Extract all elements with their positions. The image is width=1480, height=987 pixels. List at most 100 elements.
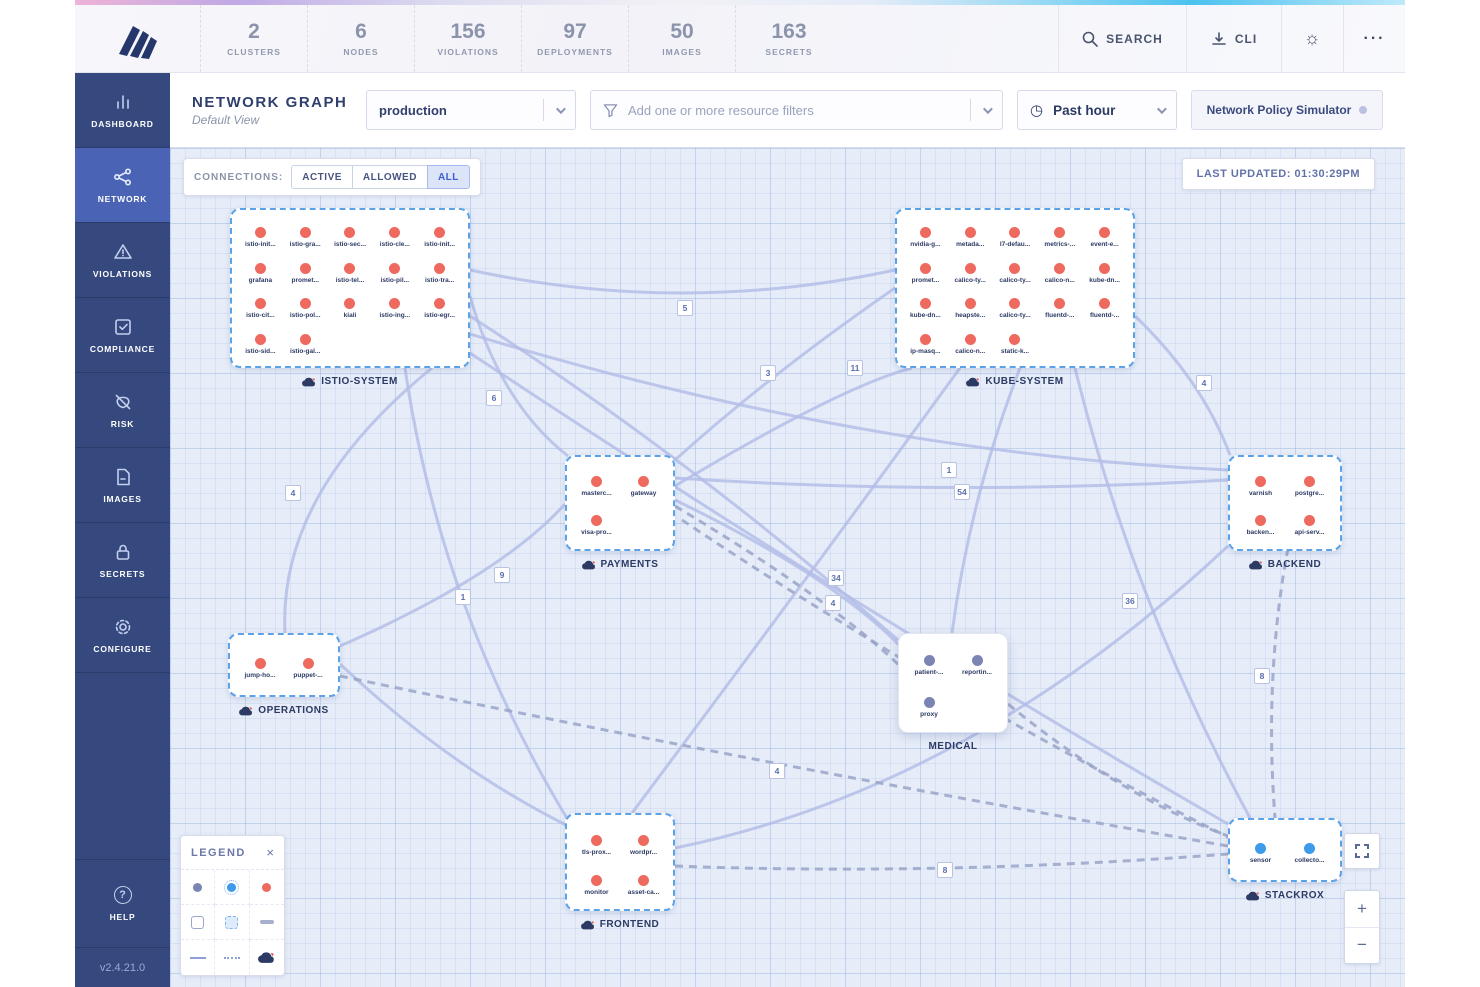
- deployment-node[interactable]: istio-sid...: [238, 333, 283, 355]
- deployment-node[interactable]: istio-ing...: [372, 298, 417, 319]
- deployment-node[interactable]: istio-cle...: [372, 227, 417, 248]
- deployment-node[interactable]: collecto...: [1285, 842, 1334, 864]
- network-edge[interactable]: [1270, 547, 1290, 819]
- deployment-node[interactable]: kube-dn...: [1082, 262, 1127, 284]
- resource-filter-input[interactable]: [628, 102, 970, 118]
- deployment-node[interactable]: static-k...: [993, 333, 1038, 355]
- deployment-node[interactable]: istio-gra...: [283, 227, 328, 248]
- graph-canvas[interactable]: istio-init...istio-gra...istio-sec...ist…: [170, 148, 1405, 987]
- network-edge[interactable]: [674, 504, 904, 670]
- deployment-node[interactable]: calico-ty...: [993, 298, 1038, 319]
- deployment-node[interactable]: masterc...: [573, 476, 620, 497]
- deployment-node[interactable]: metrics-...: [1037, 227, 1082, 248]
- namespace-box-operations[interactable]: jump-ho...puppet-...: [228, 633, 340, 697]
- edge-count-badge[interactable]: 4: [769, 763, 785, 779]
- fullscreen-button[interactable]: [1344, 833, 1380, 869]
- deployment-node[interactable]: kiali: [328, 298, 373, 319]
- edge-count-badge[interactable]: 8: [937, 862, 953, 878]
- deployment-node[interactable]: istio-pol...: [283, 298, 328, 319]
- deployment-node[interactable]: backen...: [1236, 515, 1285, 536]
- close-icon[interactable]: ×: [266, 845, 274, 860]
- cli-button[interactable]: CLI: [1186, 5, 1281, 72]
- edge-count-badge[interactable]: 1: [941, 462, 957, 478]
- deployment-node[interactable]: istio-init...: [417, 227, 462, 248]
- edge-count-badge[interactable]: 11: [847, 360, 863, 376]
- zoom-out-button[interactable]: −: [1357, 935, 1367, 955]
- network-edge[interactable]: [283, 366, 433, 634]
- deployment-node[interactable]: varnish: [1236, 476, 1285, 497]
- deployment-node[interactable]: sensor: [1236, 842, 1285, 864]
- sidebar-item-configure[interactable]: CONFIGURE: [75, 598, 170, 673]
- deployment-node[interactable]: l7-defau...: [993, 227, 1038, 248]
- deployment-node[interactable]: metada...: [948, 227, 993, 248]
- deployment-node[interactable]: monitor: [573, 874, 620, 896]
- time-window-select[interactable]: ◷ Past hour: [1017, 90, 1177, 130]
- search-button[interactable]: SEARCH: [1058, 5, 1186, 72]
- sidebar-item-violations[interactable]: VIOLATIONS: [75, 223, 170, 298]
- edge-count-badge[interactable]: 8: [1254, 668, 1270, 684]
- sidebar-item-network[interactable]: NETWORK: [75, 148, 170, 223]
- zoom-in-button[interactable]: +: [1345, 891, 1379, 928]
- connections-all-button[interactable]: ALL: [426, 165, 470, 189]
- network-edge[interactable]: [630, 367, 962, 814]
- namespace-box-kube-system[interactable]: nvidia-g...metada...l7-defau...metrics-.…: [895, 208, 1135, 368]
- edge-count-badge[interactable]: 34: [828, 570, 844, 586]
- deployment-node[interactable]: fluentd-...: [1082, 298, 1127, 319]
- deployment-node[interactable]: patient-...: [905, 654, 953, 676]
- deployment-node[interactable]: event-e...: [1082, 227, 1127, 248]
- theme-toggle-button[interactable]: ☼: [1281, 5, 1343, 72]
- deployment-node[interactable]: istio-pil...: [372, 262, 417, 284]
- stat-images[interactable]: 50 IMAGES: [628, 5, 735, 72]
- sidebar-item-dashboard[interactable]: DASHBOARD: [75, 73, 170, 148]
- network-edge[interactable]: [338, 662, 569, 828]
- deployment-node[interactable]: api-serv...: [1285, 515, 1334, 536]
- network-edge[interactable]: [339, 674, 1229, 848]
- deployment-node[interactable]: calico-ty...: [993, 262, 1038, 284]
- network-edge[interactable]: [674, 498, 902, 648]
- network-edge[interactable]: [674, 476, 1229, 490]
- stat-nodes[interactable]: 6 NODES: [307, 5, 414, 72]
- edge-count-badge[interactable]: 9: [494, 567, 510, 583]
- more-menu-button[interactable]: ···: [1343, 5, 1405, 72]
- network-edge[interactable]: [469, 351, 1229, 826]
- deployment-node[interactable]: nvidia-g...: [903, 227, 948, 248]
- network-edge[interactable]: [673, 286, 896, 462]
- cluster-select[interactable]: production: [366, 90, 576, 130]
- deployment-node[interactable]: postgre...: [1285, 476, 1334, 497]
- deployment-node[interactable]: tls-prox...: [573, 834, 620, 856]
- stat-violations[interactable]: 156 VIOLATIONS: [414, 5, 521, 72]
- deployment-node[interactable]: istio-egr...: [417, 298, 462, 319]
- edge-count-badge[interactable]: 54: [954, 484, 970, 500]
- deployment-node[interactable]: istio-init...: [238, 227, 283, 248]
- sidebar-item-help[interactable]: ? HELP: [75, 859, 170, 947]
- deployment-node[interactable]: fluentd-...: [1037, 298, 1082, 319]
- stackrox-logo[interactable]: [75, 5, 200, 72]
- deployment-node[interactable]: jump-ho...: [236, 657, 284, 679]
- namespace-box-medical[interactable]: patient-...reportin...proxy: [898, 633, 1008, 733]
- deployment-node[interactable]: proxy: [905, 696, 953, 718]
- network-policy-simulator-button[interactable]: Network Policy Simulator: [1191, 90, 1383, 130]
- connections-allowed-button[interactable]: ALLOWED: [351, 165, 428, 189]
- edge-count-badge[interactable]: 4: [825, 595, 841, 611]
- deployment-node[interactable]: gateway: [620, 476, 667, 497]
- edge-count-badge[interactable]: 4: [1196, 375, 1212, 391]
- deployment-node[interactable]: grafana: [238, 262, 283, 284]
- network-edge[interactable]: [468, 295, 569, 458]
- network-edge[interactable]: [469, 332, 1229, 472]
- sidebar-item-risk[interactable]: RISK: [75, 373, 170, 448]
- deployment-node[interactable]: istio-gal...: [283, 333, 328, 355]
- edge-count-badge[interactable]: 6: [486, 390, 502, 406]
- deployment-node[interactable]: istio-cit...: [238, 298, 283, 319]
- deployment-node[interactable]: ip-masq...: [903, 333, 948, 355]
- deployment-node[interactable]: asset-ca...: [620, 874, 667, 896]
- deployment-node[interactable]: istio-tra...: [417, 262, 462, 284]
- stat-secrets[interactable]: 163 SECRETS: [735, 5, 842, 72]
- deployment-node[interactable]: wordpr...: [620, 834, 667, 856]
- sidebar-item-compliance[interactable]: COMPLIANCE: [75, 298, 170, 373]
- network-edge[interactable]: [469, 268, 896, 295]
- network-edge[interactable]: [1073, 367, 1252, 819]
